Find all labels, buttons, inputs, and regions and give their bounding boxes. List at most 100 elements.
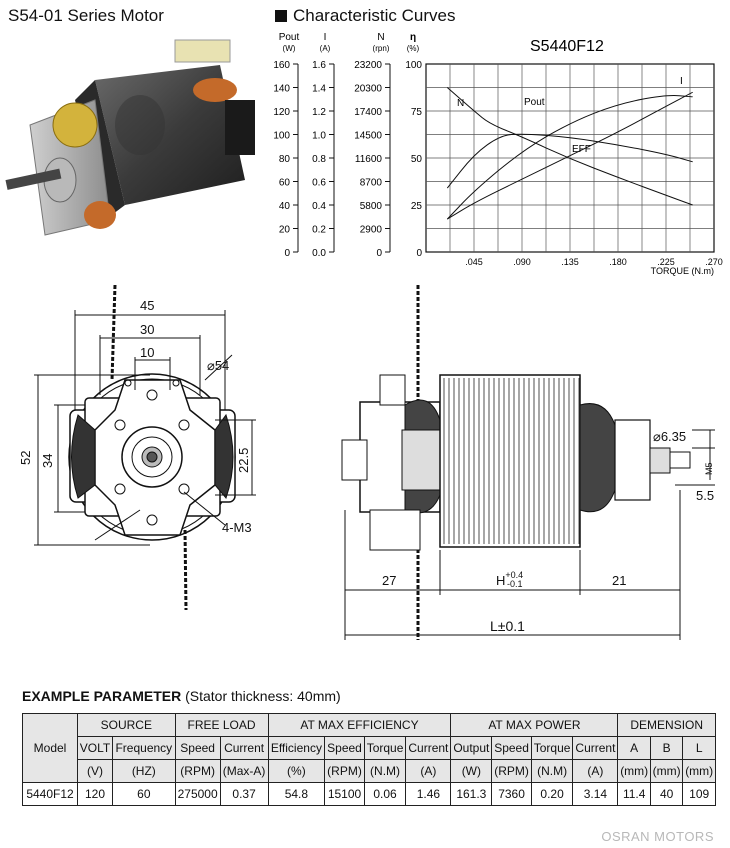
col-header: Current xyxy=(219,736,269,760)
y-tick-label: 1.0 xyxy=(312,131,326,142)
x-axis-label: TORQUE (N.m) xyxy=(651,266,714,276)
curves-title: Characteristic Curves xyxy=(293,6,456,25)
y-tick-label: 1.2 xyxy=(312,107,326,118)
chart-curves xyxy=(446,87,694,220)
y-tick-label: 75 xyxy=(411,107,423,118)
dim-h: H+0.4 xyxy=(496,570,523,588)
col-unit: (HZ) xyxy=(112,759,176,783)
y-tick-label: 25 xyxy=(411,201,423,212)
y-tick-label: 0.0 xyxy=(312,248,326,259)
col-unit: (A) xyxy=(572,759,619,783)
dim-holes: 4-M3 xyxy=(222,520,252,535)
axis-name: Pout xyxy=(279,32,300,43)
group-max-eff: AT MAX EFFICIENCY xyxy=(267,713,452,737)
y-tick-label: 20 xyxy=(279,225,291,236)
y-tick-label: 40 xyxy=(279,201,291,212)
col-header: Torque xyxy=(530,736,574,760)
dim-thread: M5 xyxy=(704,462,714,475)
dim-45: 45 xyxy=(140,298,154,313)
col-header: Speed xyxy=(324,736,365,760)
side-view-drawing: ⌀6.35 M5 5.5 27 H+0.4 -0.1 21 L±0.1 xyxy=(341,285,715,640)
y-tick-label: 23200 xyxy=(354,60,382,71)
col-header: Current xyxy=(405,736,452,760)
brand-footer: OSRAN MOTORS xyxy=(601,829,714,844)
dim-5-5: 5.5 xyxy=(696,488,714,503)
group-free-load: FREE LOAD xyxy=(174,713,269,737)
y-tick-label: 0.8 xyxy=(312,154,326,165)
col-unit: (RPM) xyxy=(491,759,532,783)
series-line-i xyxy=(447,91,694,220)
y-tick-label: 0.2 xyxy=(312,225,326,236)
table-cell: 5440F12 xyxy=(22,782,78,806)
table-cell: 7360 xyxy=(491,782,532,806)
col-header: VOLT xyxy=(76,736,114,760)
param-title: EXAMPLE PARAMETER xyxy=(22,688,182,704)
dim-22-5: 22.5 xyxy=(236,448,251,473)
table-cell: 0.06 xyxy=(363,782,407,806)
col-unit: (mm) xyxy=(617,759,651,783)
col-unit: (W) xyxy=(450,759,493,783)
col-unit: (RPM) xyxy=(324,759,365,783)
axis-name: N xyxy=(377,32,384,43)
y-tick-label: 80 xyxy=(279,154,291,165)
dim-shaft: ⌀6.35 xyxy=(653,429,686,444)
axis-unit: (rpn) xyxy=(373,44,390,53)
y-tick-label: 20300 xyxy=(354,84,382,95)
y-tick-label: 120 xyxy=(273,107,290,118)
y-tick-label: 0.4 xyxy=(312,201,326,212)
x-tick-label: .045 xyxy=(465,257,483,267)
product-title: S54-01 Series Motor xyxy=(8,6,164,25)
col-header: A xyxy=(617,736,651,760)
col-header: Output xyxy=(450,736,493,760)
y-tick-label: 1.6 xyxy=(312,60,326,71)
y-tick-label: 100 xyxy=(405,60,422,71)
chart-title: S5440F12 xyxy=(530,38,604,55)
front-view-drawing: 45 30 10 ⌀54 52 34 22.5 4-M3 xyxy=(18,284,256,611)
table-cell: 161.3 xyxy=(450,782,493,806)
table-cell: 120 xyxy=(76,782,114,806)
col-header: Speed xyxy=(491,736,532,760)
dim-54: ⌀54 xyxy=(207,358,229,373)
y-tick-label: 160 xyxy=(273,60,290,71)
dim-34: 34 xyxy=(40,454,55,468)
table-cell: 15100 xyxy=(324,782,365,806)
col-unit: (N.M) xyxy=(530,759,574,783)
table-cell: 1.46 xyxy=(405,782,452,806)
y-tick-label: 50 xyxy=(411,154,423,165)
x-tick-label: .090 xyxy=(513,257,531,267)
col-header: Efficiency xyxy=(267,736,326,760)
col-header: Speed xyxy=(174,736,221,760)
dim-30: 30 xyxy=(140,322,154,337)
axis-name: η xyxy=(410,32,416,43)
table-cell: 40 xyxy=(649,782,684,806)
y-tick-label: 2900 xyxy=(360,225,383,236)
col-header: Frequency xyxy=(112,736,176,760)
table-cell: 109 xyxy=(682,782,716,806)
square-bullet-icon xyxy=(275,10,287,22)
dim-27: 27 xyxy=(382,573,396,588)
x-tick-label: .180 xyxy=(609,257,627,267)
param-subtitle: (Stator thickness: 40mm) xyxy=(185,688,341,704)
x-tick-label: .135 xyxy=(561,257,579,267)
y-tick-label: 14500 xyxy=(354,131,382,142)
col-unit: (A) xyxy=(405,759,452,783)
param-heading: EXAMPLE PARAMETER (Stator thickness: 40m… xyxy=(22,688,341,704)
col-unit: (V) xyxy=(76,759,114,783)
col-header: Torque xyxy=(363,736,407,760)
group-source: SOURCE xyxy=(77,713,176,737)
col-unit: (mm) xyxy=(682,759,716,783)
dim-length: L±0.1 xyxy=(490,618,525,634)
col-header: Current xyxy=(572,736,619,760)
series-line-eff xyxy=(446,133,693,189)
axis-unit: (A) xyxy=(320,44,331,53)
table-cell: 0.20 xyxy=(530,782,574,806)
table-cell: 60 xyxy=(112,782,176,806)
dim-21: 21 xyxy=(612,573,626,588)
y-tick-label: 0 xyxy=(416,248,422,259)
col-unit: (RPM) xyxy=(174,759,221,783)
x-tick-label: .270 xyxy=(705,257,723,267)
col-unit: (Max-A) xyxy=(219,759,269,783)
x-tick-label: .225 xyxy=(657,257,675,267)
